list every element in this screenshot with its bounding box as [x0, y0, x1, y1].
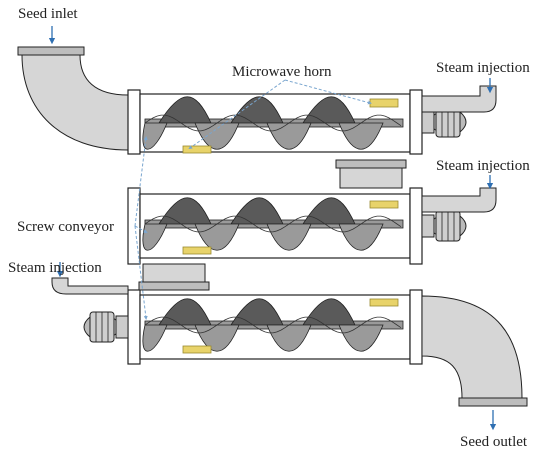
steam-injection-top-label: Steam injection	[436, 60, 530, 76]
screw-flight	[142, 324, 168, 352]
steam-injection-left-label: Steam injection	[8, 260, 102, 276]
screw-flight	[142, 122, 168, 150]
chute-top-to-middle	[335, 159, 407, 189]
screw-flight	[158, 96, 212, 124]
motor-icon	[421, 106, 467, 138]
screw-flight	[142, 223, 168, 251]
screw-helix	[144, 215, 402, 233]
screw-helix	[144, 316, 402, 334]
down-arrow-icon	[48, 26, 497, 431]
microwave-horn-label: Microwave horn	[232, 64, 332, 80]
seed-outlet-elbow	[421, 295, 528, 407]
screw-conveyor-label: Screw conveyor	[17, 219, 114, 235]
seed-inlet-label: Seed inlet	[18, 6, 78, 22]
screw-flight	[302, 197, 356, 225]
microwave-horn-callouts	[188, 79, 372, 150]
screw-flight	[158, 298, 212, 326]
motor-icon	[421, 210, 467, 242]
screw-flight	[230, 96, 284, 124]
chute-middle-to-bottom	[138, 263, 210, 291]
conveyor-top	[127, 89, 423, 155]
seed-outlet-label: Seed outlet	[460, 434, 528, 450]
screw-conveyor-callouts	[134, 136, 148, 320]
steam-pipe-middle	[421, 187, 497, 213]
screw-helix	[144, 114, 402, 132]
microwave-horn	[182, 98, 399, 354]
screw-flight	[302, 96, 356, 124]
steam-pipe-left	[51, 277, 129, 295]
motor-icon	[83, 311, 129, 343]
conveyor-bottom	[127, 289, 423, 365]
screw-flight	[230, 197, 284, 225]
conveyor-middle	[127, 187, 423, 265]
screw-flight	[158, 197, 212, 225]
screw-flight	[302, 298, 356, 326]
seed-inlet-elbow	[17, 46, 129, 151]
steam-injection-middle-label: Steam injection	[436, 158, 530, 174]
steam-pipe-top	[421, 85, 497, 113]
screw-flight	[230, 298, 284, 326]
